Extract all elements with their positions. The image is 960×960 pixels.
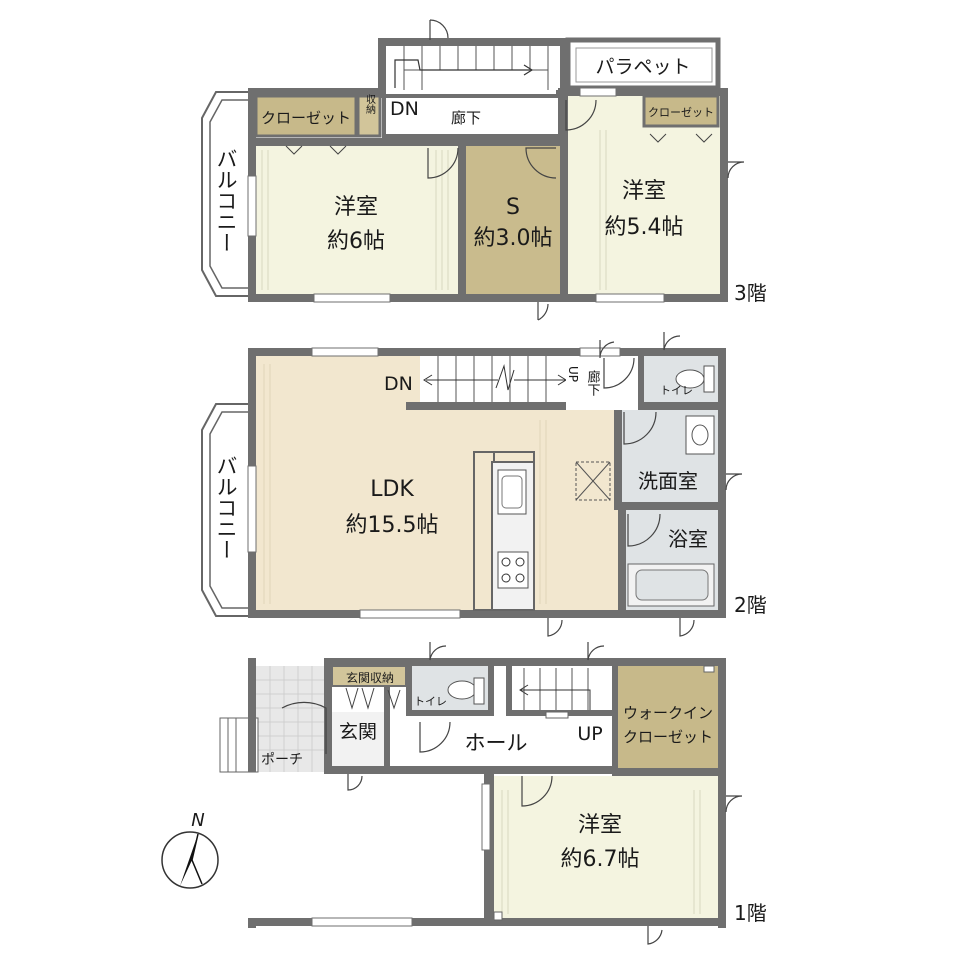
balcony-2f [201,403,248,617]
walk-in-closet-line2: クローゼット [623,728,713,746]
room-1f [494,776,718,918]
room-3f-right-size: 約5.4帖 [605,215,684,240]
hall-3f-label: 廊下 [451,109,481,127]
floor-3: バルコニー クローゼット 収納 DN 廊下 パラペット クローゼット 洋室 約6… [201,19,767,321]
hall-2f [566,356,638,410]
porch-label: ポーチ [261,752,303,768]
room-3f-right [568,96,720,294]
room-3f-left-size: 約6帖 [327,229,385,254]
floor-3-label: 3階 [734,281,767,305]
stairs-2f-dn: DN [384,373,413,395]
room-1f-size: 約6.7帖 [561,847,640,872]
ldk-name: LDK [370,477,414,502]
kitchen [473,451,535,611]
hall-3f [382,94,562,138]
floor-2-label: 2階 [734,593,767,617]
room-3f-right-name: 洋室 [622,179,666,204]
bath-room-label: 浴室 [668,527,708,551]
entrance [332,712,388,766]
stairs-3f [386,46,558,90]
hall-3f-dn: DN [390,98,419,120]
toilet-2f-label: トイレ [660,384,693,397]
closet-left-3f-label: クローゼット [261,109,351,127]
balcony-3f [201,91,248,297]
toilet-1f-label: トイレ [414,695,447,708]
room-3f-s [466,146,562,294]
room-3f-left [256,146,462,294]
balcony-2f-label: バルコニー [214,455,238,560]
hall-1f-label: ホール [465,731,528,755]
walk-in-closet-line1: ウォークイン [623,704,713,722]
compass-n-label: N [191,810,204,831]
stairs-1f [508,668,608,724]
room-3f-s-name: S [506,195,520,220]
closet-left-3f [254,94,358,138]
floor-1: ポーチ 玄関収納 玄関 トイレ ホール UP ウォークイン クローゼット 洋室 … [219,642,767,945]
entrance-storage-label: 玄関収納 [346,670,394,685]
hall-2f-label: 廊下 [585,369,601,396]
storage-3f [356,94,382,138]
balcony-3f-label: バルコニー [214,148,238,253]
storage-3f-label: 収納 [364,94,376,115]
compass: N [161,810,219,889]
closet-right-3f [642,94,720,128]
compass-needle-icon [180,834,198,886]
stairs-2f-up: UP [566,366,580,382]
stairs-1f-up: UP [577,723,602,745]
floor-1-label: 1階 [734,901,767,925]
porch [256,666,324,772]
ldk-size: 約15.5帖 [346,513,439,538]
walk-in-closet [618,666,718,774]
room-3f-left-name: 洋室 [334,195,378,220]
closet-right-3f-label: クローゼット [648,106,714,119]
entrance-label: 玄関 [339,721,377,743]
hall-1f [390,716,616,766]
stairs-2f [420,356,567,402]
room-3f-s-size: 約3.0帖 [474,226,553,251]
floor-2: バルコニー DN UP 廊下 トイレ 洗面室 浴室 LDK 約15.5帖 2階 [201,332,767,637]
wash-room-label: 洗面室 [638,469,698,493]
parapet-label: パラペット [595,56,690,78]
room-1f-name: 洋室 [578,813,622,838]
